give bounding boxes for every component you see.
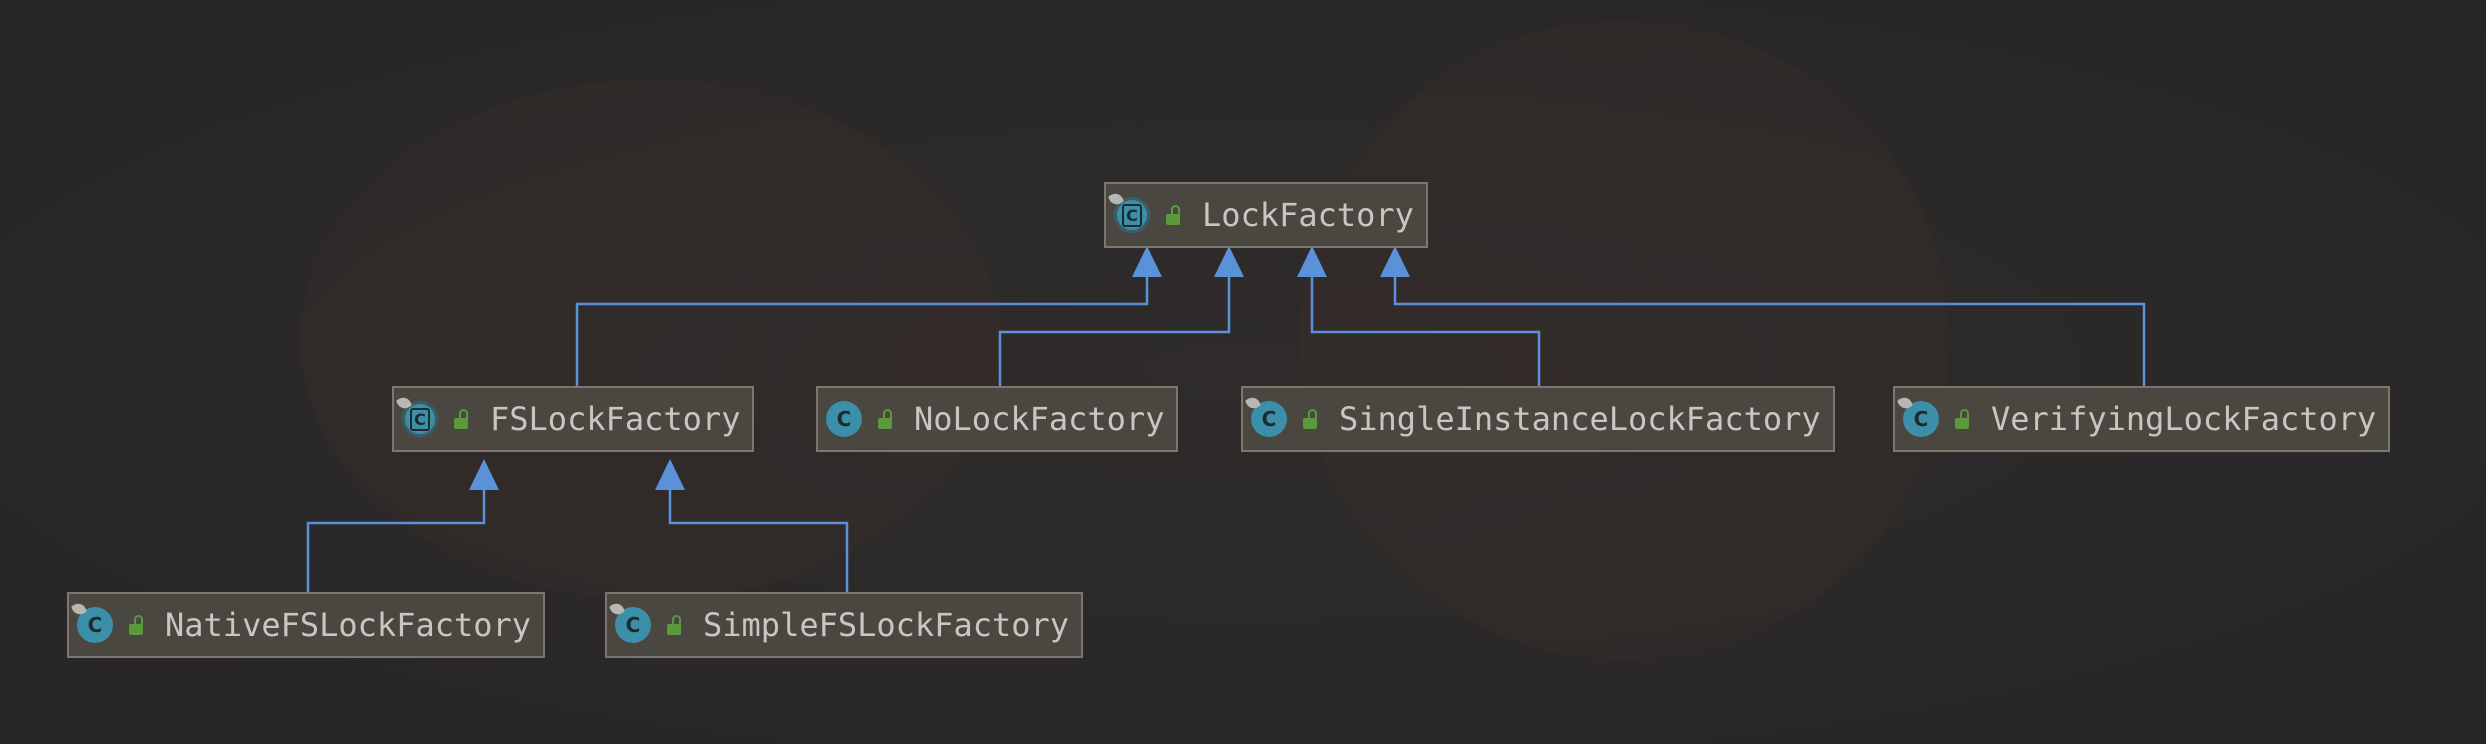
- inheritance-arrowhead: [1214, 246, 1244, 277]
- class-node-singleinstancelockfactory[interactable]: C SingleInstanceLockFactory: [1241, 386, 1835, 452]
- class-name: FSLockFactory: [490, 400, 741, 438]
- class-name: VerifyingLockFactory: [1991, 400, 2377, 438]
- class-node-fslockfactory[interactable]: C FSLockFactory: [392, 386, 755, 452]
- pin-icon: [1896, 394, 1914, 412]
- edge-verifying-to-lockfactory: [1393, 277, 2146, 386]
- public-unlocked-icon: [452, 409, 470, 429]
- class-name: NativeFSLockFactory: [165, 606, 532, 644]
- class-name: NoLockFactory: [914, 400, 1165, 438]
- class-name: LockFactory: [1202, 196, 1414, 234]
- public-unlocked-icon: [127, 615, 145, 635]
- background-watermark: [300, 80, 1000, 600]
- edge-simplefs-to-fslockfactory: [668, 490, 849, 592]
- public-unlocked-icon: [1953, 409, 1971, 429]
- class-icon: C: [1244, 394, 1287, 437]
- edge-fslockfactory-to-lockfactory: [575, 277, 1149, 386]
- class-node-lockfactory[interactable]: C LockFactory: [1104, 182, 1428, 248]
- background-watermark: [1300, 20, 1950, 660]
- inheritance-arrowhead: [1380, 246, 1410, 277]
- abstract-class-icon: C: [395, 394, 438, 437]
- class-node-simplefslockfactory[interactable]: C SimpleFSLockFactory: [605, 592, 1084, 658]
- edge-nolockfactory-to-lockfactory: [998, 277, 1231, 386]
- inheritance-arrowhead: [655, 459, 685, 490]
- public-unlocked-icon: [876, 409, 894, 429]
- pin-icon: [608, 600, 626, 618]
- public-unlocked-icon: [665, 615, 683, 635]
- public-unlocked-icon: [1301, 409, 1319, 429]
- class-node-nolockfactory[interactable]: C NoLockFactory: [816, 386, 1179, 452]
- class-icon: C: [608, 600, 651, 643]
- abstract-class-icon: C: [1107, 190, 1150, 233]
- class-icon: C: [70, 600, 113, 643]
- edge-singleinstance-to-lockfactory: [1310, 277, 1541, 386]
- public-unlocked-icon: [1164, 205, 1182, 225]
- pin-icon: [1244, 394, 1262, 412]
- inheritance-arrowhead: [1297, 246, 1327, 277]
- pin-icon: [70, 600, 88, 618]
- inheritance-arrowhead: [469, 459, 499, 490]
- class-name: SimpleFSLockFactory: [703, 606, 1070, 644]
- class-icon: C: [826, 401, 862, 437]
- class-node-nativefslockfactory[interactable]: C NativeFSLockFactory: [67, 592, 546, 658]
- class-node-verifyinglockfactory[interactable]: C VerifyingLockFactory: [1893, 386, 2391, 452]
- edge-nativefs-to-fslockfactory: [306, 490, 486, 592]
- class-name: SingleInstanceLockFactory: [1339, 400, 1821, 438]
- inheritance-arrowhead: [1132, 246, 1162, 277]
- class-icon: C: [1896, 394, 1939, 437]
